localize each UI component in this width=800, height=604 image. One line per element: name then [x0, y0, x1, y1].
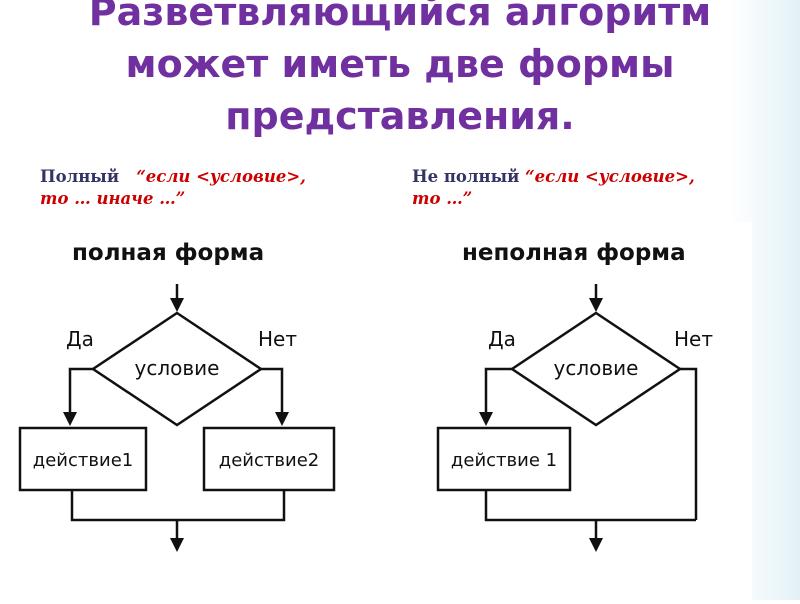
action1-label: действие1 — [33, 450, 133, 471]
action1-box — [18, 426, 148, 492]
condition-label: условие — [135, 356, 220, 380]
condition-label: условие — [554, 356, 639, 380]
full-form-heading: полная форма — [72, 240, 264, 266]
full-caption-label: Полный — [40, 167, 120, 186]
partial-form-svg: неполная форма условие Да Нет действие 1 — [436, 240, 713, 552]
yes-label: Да — [488, 327, 516, 351]
partial-caption-label: Не полный — [412, 167, 520, 186]
yes-arrowhead — [63, 412, 77, 426]
action2-label: действие2 — [219, 450, 319, 471]
no-arrowhead — [275, 412, 289, 426]
full-caption-line-2: то … иначе …” — [40, 188, 410, 210]
yes-arrowhead — [479, 412, 493, 426]
entry-arrowhead — [589, 298, 603, 312]
condition-diamond — [509, 311, 683, 427]
no-label: Нет — [258, 327, 297, 351]
partial-caption-quote-1: “если <условие>, — [525, 167, 695, 186]
merge-line — [70, 490, 286, 522]
slide-title: Разветвляющийся алгоритм может иметь две… — [0, 0, 800, 142]
action1-box — [436, 426, 572, 492]
yes-label: Да — [66, 327, 94, 351]
partial-form-flowchart: неполная форма условие Да Нет действие 1 — [412, 222, 752, 600]
full-caption-line-1: Полный “если <условие>, — [40, 166, 410, 188]
full-caption-quote-2: то … иначе …” — [40, 189, 186, 208]
partial-form-caption: Не полный “если <условие>, то …” — [412, 166, 782, 210]
no-branch-line — [680, 367, 698, 520]
yes-branch-line — [68, 367, 93, 414]
entry-arrowhead — [170, 298, 184, 312]
title-line-3: представления. — [225, 94, 575, 138]
title-line-1: Разветвляющийся алгоритм — [88, 0, 712, 34]
full-caption-quote-1: “если <условие>, — [136, 167, 306, 186]
title-line-2: может иметь две формы — [125, 42, 675, 86]
exit-arrowhead — [170, 538, 184, 552]
condition-diamond — [90, 311, 264, 427]
exit-arrowhead — [589, 538, 603, 552]
full-form-flowchart: полная форма условие Да Нет действие1 де… — [16, 222, 362, 600]
action2-box — [202, 426, 336, 492]
partial-form-heading: неполная форма — [462, 240, 686, 266]
full-form-svg: полная форма условие Да Нет действие1 де… — [18, 240, 336, 552]
partial-caption-quote-2: то …” — [412, 189, 473, 208]
no-branch-line — [261, 367, 284, 414]
action1-label: действие 1 — [451, 450, 557, 471]
partial-caption-line-2: то …” — [412, 188, 782, 210]
full-form-caption: Полный “если <условие>, то … иначе …” — [40, 166, 410, 210]
partial-caption-line-1: Не полный “если <условие>, — [412, 166, 782, 188]
merge-line — [484, 490, 696, 522]
no-label: Нет — [674, 327, 713, 351]
yes-branch-line — [484, 367, 512, 414]
